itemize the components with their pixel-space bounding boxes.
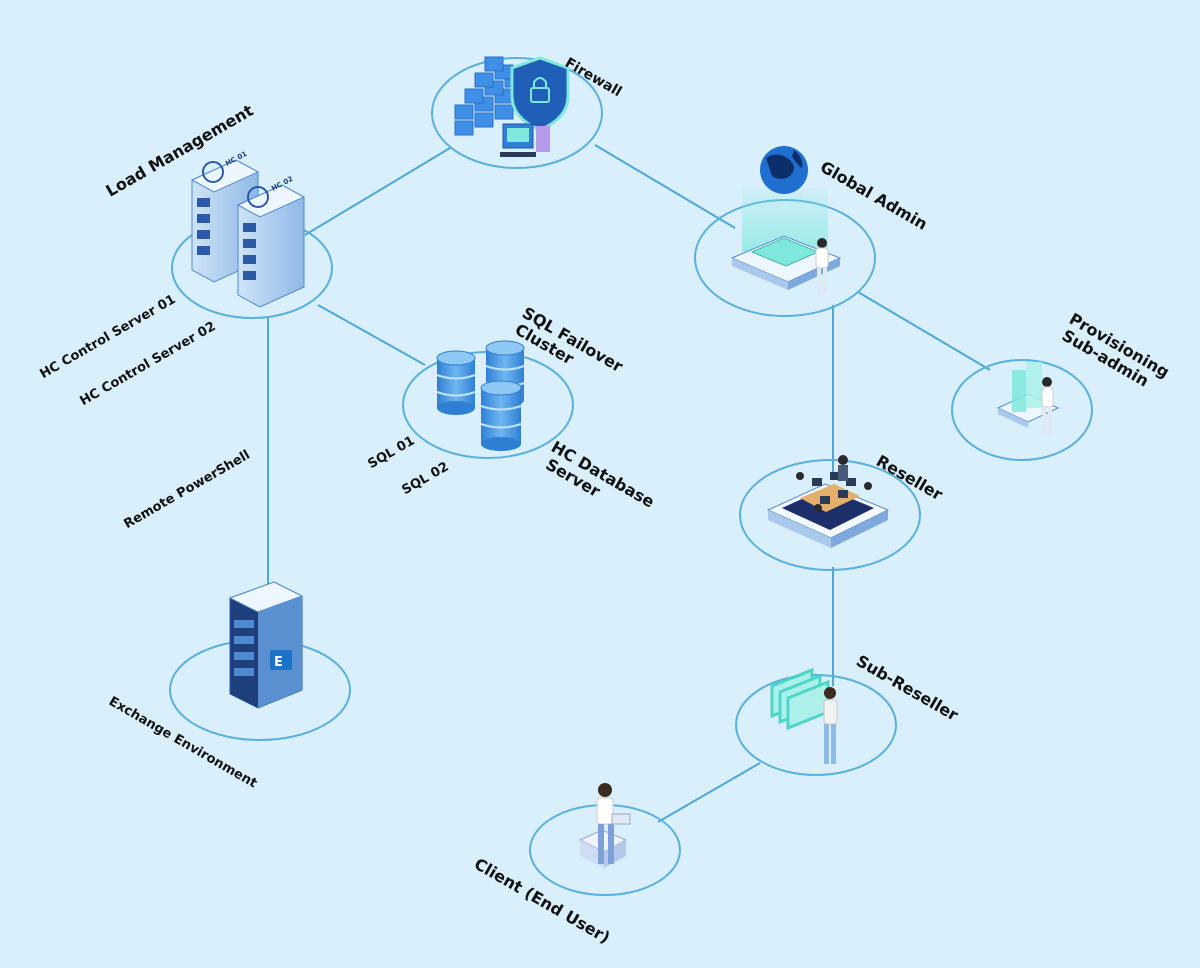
exchange-logo-letter: E (274, 655, 283, 670)
connector-firewall-global-admin (594, 144, 736, 229)
load-management-servers: HC 01 HC 02 (190, 150, 306, 308)
provisioning-person-icon (1041, 377, 1054, 435)
client-illustration (578, 783, 631, 868)
lock-icon (530, 87, 550, 103)
database-illustration (436, 340, 525, 451)
connector-load-firewall (304, 147, 451, 236)
database-cluster-icon (480, 380, 522, 451)
data-panels-icon (770, 667, 830, 731)
server-hc02-icon (236, 184, 306, 308)
ring-provisioning (951, 359, 1093, 461)
computer-tower-icon (536, 126, 550, 152)
workstation-icons (812, 472, 856, 504)
node-rings (169, 57, 1093, 896)
ring-sub-reseller (735, 674, 897, 776)
reseller-illustration (766, 455, 890, 548)
team-people-icons (796, 455, 872, 512)
provisioning-illustration (996, 362, 1060, 435)
sub-reseller-person-icon (823, 687, 838, 764)
firewall-illustration (454, 56, 570, 157)
shield-icon (510, 56, 570, 132)
ring-firewall (431, 57, 603, 169)
admin-person-icon (815, 238, 829, 294)
exchange-illustration: E (228, 581, 304, 709)
building-icon (1012, 370, 1026, 412)
exchange-logo-icon (270, 650, 292, 670)
client-person-icon (596, 783, 631, 864)
global-admin-illustration (730, 146, 842, 294)
laptop-icon (611, 813, 631, 825)
connector-load-database (317, 304, 426, 366)
exchange-rack-units (234, 620, 254, 676)
ring-reseller (739, 459, 921, 571)
sub-reseller-illustration (770, 667, 838, 764)
connector-global-admin-provisioning (857, 291, 991, 371)
connector-subreseller-client (657, 762, 761, 823)
database-sql01-icon (436, 350, 476, 415)
